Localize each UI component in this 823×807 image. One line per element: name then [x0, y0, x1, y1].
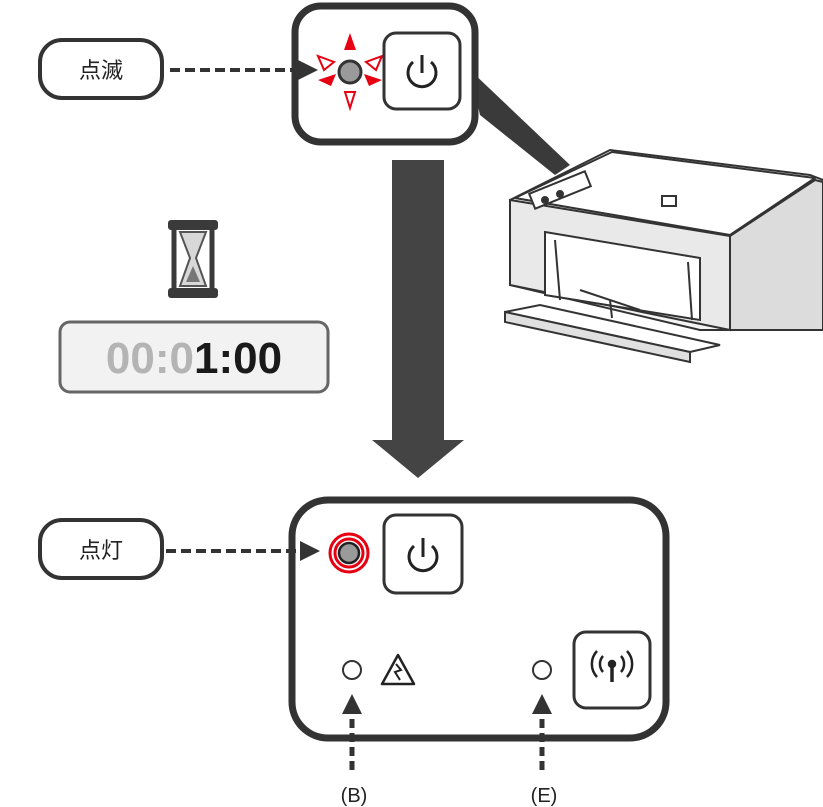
alarm-led	[342, 660, 362, 680]
timer-bright-digits: 1:00	[194, 334, 282, 383]
timer-display: 00:01:00	[58, 320, 330, 394]
marker-b-label: (B)	[341, 785, 368, 807]
blinking-label-text: 点滅	[79, 59, 123, 84]
power-icon	[407, 538, 439, 573]
lit-label-text: 点灯	[79, 539, 123, 564]
lit-led	[328, 532, 370, 574]
down-arrow	[372, 160, 464, 478]
wifi-led	[532, 660, 552, 680]
hourglass-icon	[168, 220, 218, 298]
power-button-top	[382, 31, 462, 111]
wifi-button	[572, 630, 652, 710]
callout-pointer	[470, 70, 570, 175]
svg-text:00:01:00: 00:01:00	[106, 334, 282, 383]
blinking-label: 点滅	[38, 38, 164, 100]
lit-label: 点灯	[38, 518, 164, 580]
wifi-icon	[590, 650, 634, 682]
printer-illustration	[504, 148, 823, 364]
warning-icon	[380, 653, 416, 686]
timer-dim-digits: 00:0	[106, 334, 194, 383]
red-ray-icon	[344, 33, 356, 50]
power-button-bottom	[382, 513, 464, 595]
blinking-led	[316, 33, 384, 112]
marker-e-label: (E)	[531, 785, 558, 807]
power-icon	[406, 55, 438, 89]
